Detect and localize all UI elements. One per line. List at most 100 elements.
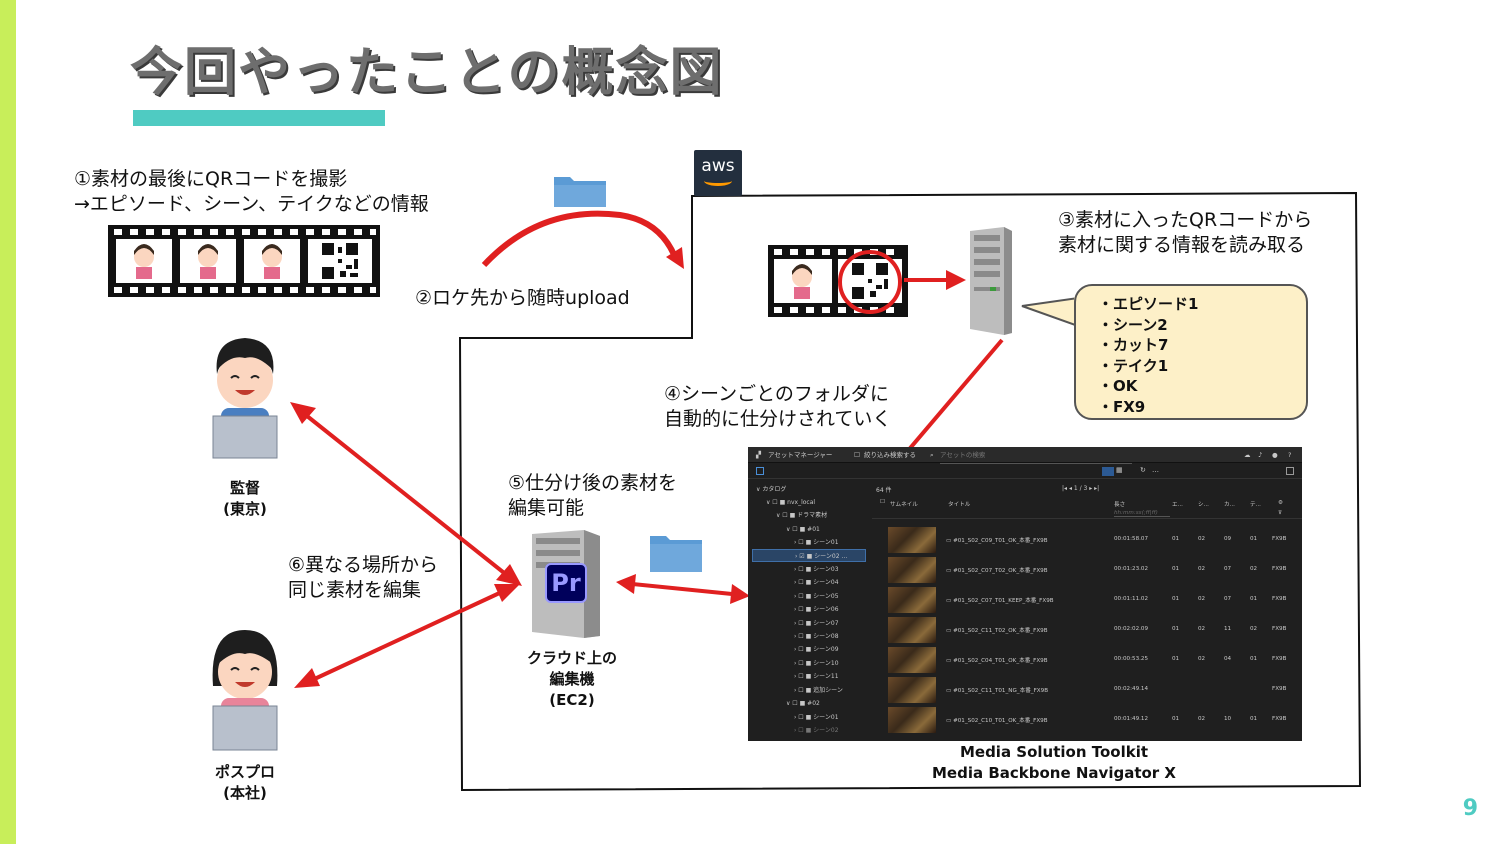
list-view-icon[interactable] (1102, 467, 1114, 476)
tree-root[interactable]: ∨ ☐ ■ nvx_local (766, 499, 816, 506)
step2-text: ②ロケ先から随時upload (415, 287, 630, 309)
step5-line1: ⑤仕分け後の素材を (508, 472, 678, 494)
filter-label: 絞り込み検索する (864, 451, 916, 459)
help-icon[interactable]: ? (1288, 451, 1292, 459)
search-icon: ⌕ (930, 451, 934, 459)
grid-view-icon[interactable]: ▦ (1116, 466, 1123, 474)
refresh-icon[interactable]: ↻ (1140, 466, 1146, 474)
pager[interactable]: |◂ ◂ 1 / 3 ▸ ▸| (1062, 485, 1100, 492)
col-length[interactable]: 長さ (1114, 502, 1126, 508)
tree-scene-05[interactable]: › ☐ ■ シーン05 (794, 593, 839, 600)
qr-info-take: ・テイク1 (1098, 356, 1169, 375)
asset-scene: 02 (1198, 656, 1206, 662)
step4-line2: 自動的に仕分けされていく (664, 408, 892, 430)
mam-toolbar: ▦ ↻ … (748, 465, 1302, 479)
bell-icon[interactable]: ♪ (1258, 451, 1263, 459)
asset-scene: 02 (1198, 596, 1206, 602)
tree-scene-03[interactable]: › ☐ ■ シーン03 (794, 566, 839, 573)
postpro-illustration (212, 630, 278, 751)
select-all-checkbox[interactable]: ☐ (880, 499, 886, 505)
asset-take: 01 (1250, 716, 1258, 722)
asset-episode: 01 (1172, 626, 1180, 632)
qr-info-scene: ・シーン2 (1098, 315, 1168, 334)
mam-search-input[interactable]: アセットの検索 (940, 447, 1132, 464)
director-name: 監督 (229, 479, 260, 497)
asset-length: 00:01:58.07 (1114, 536, 1149, 542)
tree-scene-06[interactable]: › ☐ ■ シーン06 (794, 606, 839, 613)
user-icon[interactable]: ● (1272, 451, 1278, 459)
tree-scene-09[interactable]: › ☐ ■ シーン09 (794, 646, 839, 653)
asset-cut: 10 (1224, 716, 1232, 722)
postpro-name: ポスプロ (214, 763, 275, 781)
tree-drama[interactable]: ∨ ☐ ■ ドラマ素材 (776, 512, 828, 519)
asset-camera: FX9B (1272, 536, 1287, 542)
col-title[interactable]: タイトル (948, 502, 971, 508)
panel-toggle-icon[interactable] (756, 467, 764, 475)
postpro-location: (本社) (223, 784, 267, 802)
asset-length: 00:01:23.02 (1114, 566, 1149, 572)
qr-to-server-arrow (904, 270, 966, 290)
tree-scene-10[interactable]: › ☐ ■ シーン10 (794, 660, 839, 667)
asset-episode: 01 (1172, 656, 1180, 662)
asset-title: ▭ #01_S02_C11_T02_OK_本番_FX9B (946, 628, 1048, 634)
asset-camera: FX9B (1272, 656, 1287, 662)
asset-episode: 01 (1172, 566, 1180, 572)
filter-icon[interactable]: ⊽ (1278, 510, 1283, 516)
table-row[interactable]: ▭ #01_S02_C11_T02_OK_本番_FX9B 00:02:02.09 0… (888, 617, 1302, 645)
asset-length: 00:02:02.09 (1114, 626, 1149, 632)
asset-episode: 01 (1172, 596, 1180, 602)
tree-catalog[interactable]: ∨ カタログ (756, 486, 787, 493)
tree-extra-scene[interactable]: › ☐ ■ 追加シーン (794, 687, 843, 694)
asset-thumbnail (888, 587, 936, 613)
director-label: 監督 (東京) (195, 478, 295, 520)
col-episode[interactable]: エ... (1172, 502, 1183, 508)
upload-arc-arrow (481, 177, 684, 269)
tree-ep2-scene-02[interactable]: › ☐ ■ シーン02 (794, 727, 839, 734)
length-filter-input[interactable]: hh:mm:ss(;ff|ff) (1114, 510, 1170, 517)
step3-text: ③素材に入ったQRコードから 素材に関する情報を読み取る (1058, 208, 1312, 258)
asset-camera: FX9B (1272, 566, 1287, 572)
col-thumbnail[interactable]: サムネイル (890, 502, 918, 508)
folder-icon (650, 536, 702, 572)
col-cut[interactable]: カ... (1224, 502, 1235, 508)
qr-info-bubble: ・エピソード1 ・シーン2 ・カット7 ・テイク1 ・OK ・FX9 (1074, 284, 1308, 420)
tree-scene-02-selected[interactable]: › ☑ ■ シーン02 … (752, 549, 866, 562)
asset-cut: 07 (1224, 566, 1232, 572)
ec2-label: クラウド上の 編集機 (EC2) (512, 648, 632, 711)
tree-scene-01[interactable]: › ☐ ■ シーン01 (794, 539, 839, 546)
asset-title: ▭ #01_S02_C07_T02_OK_本番_FX9B (946, 568, 1048, 574)
tree-scene-04[interactable]: › ☐ ■ シーン04 (794, 579, 839, 586)
mam-asset-list: 64 件 |◂ ◂ 1 / 3 ▸ ▸| ☐ サムネイル タイトル 長さ hh:… (872, 483, 1302, 741)
mam-screenshot: ▞ アセットマネージャー ☐ 絞り込み検索する ⌕ アセットの検索 ☁ ♪ ● … (748, 447, 1302, 741)
table-row[interactable]: ▭ #01_S02_C07_T02_OK_本番_FX9B 00:01:23.02 0… (888, 557, 1302, 585)
filter-checkbox[interactable]: ☐ (854, 451, 860, 459)
cloud-icon[interactable]: ☁ (1244, 451, 1251, 459)
col-take[interactable]: テ... (1250, 502, 1261, 508)
tree-ep2[interactable]: ∨ ☐ ■ #02 (786, 700, 820, 707)
col-scene[interactable]: シ... (1198, 502, 1209, 508)
tree-scene-08[interactable]: › ☐ ■ シーン08 (794, 633, 839, 640)
qr-info-episode: ・エピソード1 (1098, 295, 1199, 313)
more-icon[interactable]: … (1152, 466, 1159, 474)
step3-line1: ③素材に入ったQRコードから (1058, 209, 1313, 231)
step5-text: ⑤仕分け後の素材を 編集可能 (508, 471, 677, 521)
tree-scene-11[interactable]: › ☐ ■ シーン11 (794, 673, 839, 680)
tree-ep1[interactable]: ∨ ☐ ■ #01 (786, 526, 820, 533)
tree-scene-07[interactable]: › ☐ ■ シーン07 (794, 620, 839, 627)
column-settings-icon[interactable]: ⚙ (1278, 500, 1284, 506)
qr-info-status: ・OK (1098, 377, 1138, 395)
asset-camera: FX9B (1272, 686, 1287, 692)
asset-cut: 11 (1224, 626, 1232, 632)
speech-tail (1021, 296, 1080, 329)
list-header: ☐ サムネイル タイトル 長さ hh:mm:ss(;ff|ff) エ... シ.… (872, 497, 1302, 519)
asset-thumbnail (888, 557, 936, 583)
tree-ep2-scene-01[interactable]: › ☐ ■ シーン01 (794, 714, 839, 721)
panel-right-icon[interactable] (1286, 467, 1294, 475)
asset-cut: 09 (1224, 536, 1232, 542)
